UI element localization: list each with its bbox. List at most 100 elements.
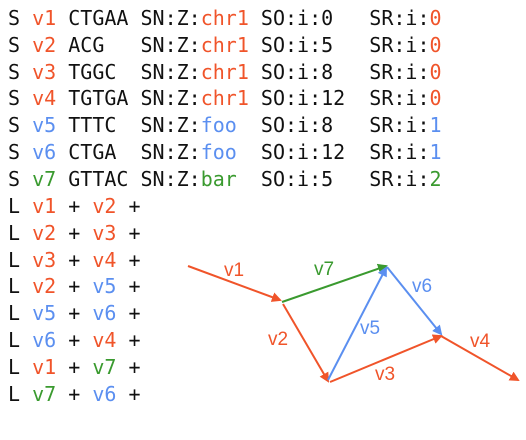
- sr-prefix: SR:i:: [369, 139, 430, 164]
- link-to-strand: +: [128, 247, 141, 272]
- so-prefix: SO:i:: [260, 32, 322, 57]
- link-from-strand: +: [68, 301, 81, 326]
- link-line: L v7 + v6 +: [8, 381, 141, 408]
- so-value: 0: [321, 6, 334, 30]
- segment-name: v4: [32, 86, 57, 111]
- sn-prefix: SN:Z:: [140, 166, 201, 191]
- sn-prefix: SN:Z:: [140, 32, 201, 57]
- record-tag: S: [8, 139, 21, 164]
- link-to: v4: [92, 247, 117, 272]
- so-prefix: SO:i:: [260, 113, 322, 138]
- link-from: v7: [32, 381, 57, 406]
- link-to: v2: [92, 194, 117, 218]
- segment-sequence: CTGAA: [68, 6, 129, 30]
- link-to: v6: [92, 381, 117, 406]
- record-tag: L: [8, 327, 21, 352]
- segment-sequence: CTGA: [68, 139, 117, 164]
- link-from: v2: [32, 220, 57, 245]
- segment-name: v6: [32, 139, 57, 164]
- link-to: v6: [92, 301, 117, 326]
- segment-line: S v4 TGTGA SN:Z:chr1 SO:i:12 SR:i:0: [8, 85, 442, 112]
- sn-prefix: SN:Z:: [140, 113, 201, 138]
- sn-value: chr1: [200, 32, 249, 57]
- so-value: 12: [321, 139, 346, 164]
- so-prefix: SO:i:: [260, 86, 322, 111]
- link-from-strand: +: [68, 247, 81, 272]
- segment-line: S v5 TTTC SN:Z:foo SO:i:8 SR:i:1: [8, 112, 442, 139]
- sr-prefix: SR:i:: [369, 59, 430, 84]
- segment-line: S v1 CTGAA SN:Z:chr1 SO:i:0 SR:i:0: [8, 5, 442, 32]
- sn-prefix: SN:Z:: [140, 59, 201, 84]
- link-line: L v3 + v4 +: [8, 247, 141, 274]
- link-from-strand: +: [68, 354, 81, 379]
- segment-sequence: TGTGA: [68, 86, 129, 111]
- record-tag: S: [8, 32, 21, 57]
- segment-name: v1: [32, 6, 57, 30]
- record-tag: L: [8, 301, 21, 326]
- record-tag: L: [8, 247, 21, 272]
- link-to-strand: +: [128, 301, 141, 326]
- sr-value: 0: [429, 6, 442, 30]
- sn-prefix: SN:Z:: [140, 139, 201, 164]
- edge-label-v6: v6: [412, 276, 432, 297]
- sn-value: foo: [200, 113, 237, 138]
- link-from-strand: +: [68, 274, 81, 299]
- link-to-strand: +: [128, 381, 141, 406]
- link-from: v6: [32, 327, 57, 352]
- so-value: 8: [321, 59, 334, 84]
- segment-sequence: TGGC: [68, 59, 117, 84]
- link-from-strand: +: [68, 327, 81, 352]
- link-to-strand: +: [128, 274, 141, 299]
- link-from-strand: +: [68, 381, 81, 406]
- link-lines: L v1 + v2 +L v2 + v3 +L v3 + v4 +L v2 + …: [8, 193, 141, 407]
- link-line: L v2 + v3 +: [8, 220, 141, 247]
- record-tag: S: [8, 59, 21, 84]
- link-from: v1: [32, 194, 57, 218]
- sr-value: 0: [429, 86, 442, 111]
- record-tag: S: [8, 6, 21, 30]
- sr-prefix: SR:i:: [369, 32, 430, 57]
- link-from-strand: +: [68, 220, 81, 245]
- segment-name: v2: [32, 32, 57, 57]
- link-line: L v2 + v5 +: [8, 273, 141, 300]
- link-to: v7: [92, 354, 117, 379]
- so-value: 8: [321, 113, 334, 138]
- record-tag: L: [8, 274, 21, 299]
- record-tag: S: [8, 86, 21, 111]
- link-from: v3: [32, 247, 57, 272]
- edge-v7: [281, 263, 388, 303]
- segment-line: S v2 ACG SN:Z:chr1 SO:i:5 SR:i:0: [8, 32, 442, 59]
- link-from: v2: [32, 274, 57, 299]
- sn-value: bar: [200, 166, 237, 191]
- so-value: 12: [321, 86, 346, 111]
- edge-label-v3: v3: [375, 364, 395, 385]
- so-value: 5: [321, 32, 334, 57]
- link-to: v4: [92, 327, 117, 352]
- sr-value: 0: [429, 32, 442, 57]
- link-line: L v1 + v2 +: [8, 193, 141, 220]
- sr-value: 1: [429, 113, 442, 138]
- link-to: v5: [92, 274, 117, 299]
- segment-sequence: GTTAC: [68, 166, 129, 191]
- link-line: L v6 + v4 +: [8, 327, 141, 354]
- sr-prefix: SR:i:: [369, 86, 430, 111]
- sr-prefix: SR:i:: [369, 6, 430, 30]
- segment-sequence: ACG: [68, 32, 105, 57]
- edge-label-v4: v4: [470, 331, 491, 352]
- sn-value: chr1: [200, 59, 249, 84]
- edge-v3: [329, 334, 443, 383]
- record-tag: S: [8, 113, 21, 138]
- segment-name: v5: [32, 113, 57, 138]
- edge-v6: [386, 266, 443, 336]
- sr-value: 1: [429, 139, 442, 164]
- sn-value: chr1: [200, 6, 249, 30]
- record-tag: S: [8, 166, 21, 191]
- edge-v2: [282, 303, 330, 383]
- sn-value: foo: [200, 139, 237, 164]
- record-tag: L: [8, 354, 21, 379]
- sn-prefix: SN:Z:: [140, 6, 201, 30]
- edge-label-v7: v7: [314, 259, 334, 280]
- so-prefix: SO:i:: [260, 59, 322, 84]
